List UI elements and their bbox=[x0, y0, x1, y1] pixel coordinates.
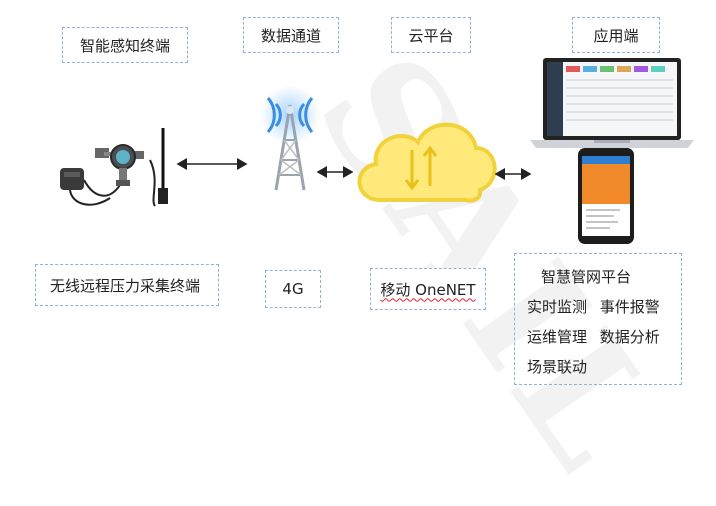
app-feature-panel: 智慧管网平台 实时监测 事件报警 运维管理 数据分析 场景联动 bbox=[514, 253, 682, 385]
smartphone-icon bbox=[578, 148, 634, 244]
feature-item: 事件报警 bbox=[599, 298, 660, 316]
label-terminal: 智能感知终端 bbox=[62, 27, 188, 63]
label-onenet: 移动 OneNET bbox=[370, 268, 486, 310]
pressure-terminal-icon bbox=[60, 128, 168, 207]
onenet-text: 移动 OneNET bbox=[380, 280, 476, 299]
label-network: 4G bbox=[265, 270, 321, 308]
app-panel-title: 智慧管网平台 bbox=[541, 268, 632, 286]
app-feature-row: 场景联动 bbox=[527, 356, 587, 377]
label-app: 应用端 bbox=[572, 17, 660, 53]
cloud-icon bbox=[357, 122, 497, 203]
app-feature-row: 运维管理 数据分析 bbox=[527, 326, 660, 347]
label-device: 无线远程压力采集终端 bbox=[35, 264, 219, 306]
feature-item: 场景联动 bbox=[527, 358, 588, 376]
laptop-icon bbox=[530, 58, 694, 148]
app-feature-row: 实时监测 事件报警 bbox=[527, 296, 660, 317]
cell-tower-icon bbox=[260, 85, 320, 191]
feature-item: 数据分析 bbox=[599, 328, 660, 346]
feature-item: 实时监测 bbox=[527, 298, 588, 316]
label-cloud: 云平台 bbox=[391, 17, 471, 53]
feature-item: 运维管理 bbox=[527, 328, 588, 346]
label-channel: 数据通道 bbox=[243, 17, 339, 53]
diagram-graphics bbox=[60, 58, 694, 244]
